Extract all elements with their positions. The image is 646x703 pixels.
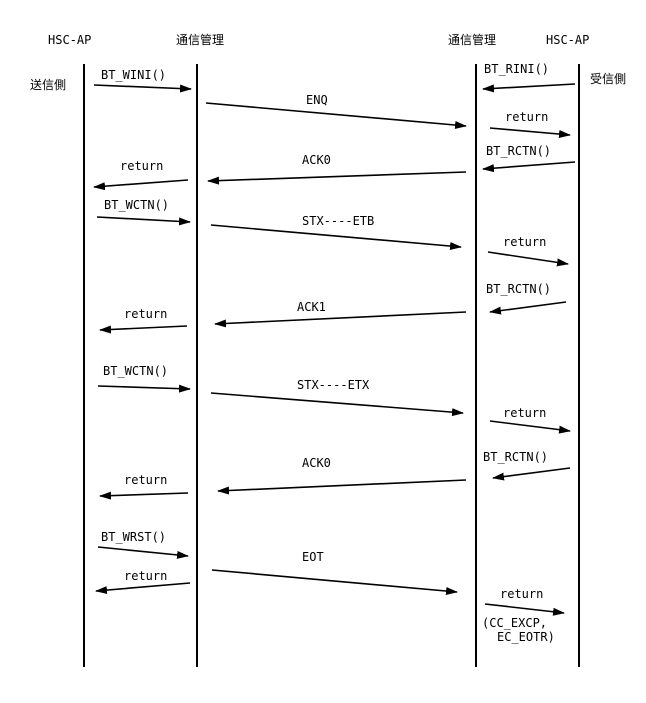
message-label: return [503, 406, 546, 420]
message-label: STX----ETX [297, 378, 370, 392]
arrow [97, 546, 189, 559]
arrow [93, 84, 192, 93]
message-return-l2: return [99, 307, 188, 334]
message-label: BT_RCTN() [483, 450, 548, 464]
message-return-l3: return [99, 473, 189, 500]
message-return-l1: return [93, 159, 189, 191]
message-label: return [500, 587, 543, 601]
header-right-comm-mgmt: 通信管理 [448, 32, 496, 47]
arrow [211, 569, 458, 596]
message-label: return [124, 473, 167, 487]
message-bt-wini: BT_WINI() [93, 68, 192, 93]
message-bt-rctn-1: BT_RCTN() [482, 144, 576, 173]
arrow [210, 224, 462, 251]
message-ack0-1: ACK0 [207, 153, 467, 185]
final-note-line-2: EC_EOTR) [497, 630, 555, 644]
message-label: return [503, 235, 546, 249]
receiver-side-label: 受信側 [590, 72, 626, 86]
message-bt-wctn-2: BT_WCTN() [97, 364, 191, 393]
message-label: ENQ [306, 93, 328, 107]
message-stx-etx: STX----ETX [210, 378, 464, 417]
message-bt-rctn-3: BT_RCTN() [483, 450, 571, 481]
message-stx-etb: STX----ETB [210, 214, 462, 251]
message-return-r3: return [489, 406, 571, 434]
arrow [484, 603, 565, 616]
message-bt-wrst: BT_WRST() [97, 530, 189, 559]
arrow [207, 171, 467, 185]
final-note-line-1: (CC_EXCP, [482, 616, 547, 630]
message-return-r1: return [489, 110, 571, 139]
arrow [487, 251, 569, 267]
arrow [482, 161, 576, 173]
message-ack0-2: ACK0 [217, 456, 467, 495]
arrow [93, 179, 189, 191]
arrow [95, 582, 191, 595]
message-label: BT_RCTN() [486, 282, 551, 296]
arrow [489, 127, 571, 139]
message-bt-wctn-1: BT_WCTN() [96, 198, 191, 226]
arrow [492, 467, 571, 481]
message-label: BT_RINI() [484, 62, 549, 76]
arrow [99, 491, 189, 500]
message-label: ACK0 [302, 153, 331, 167]
message-label: BT_WINI() [101, 68, 166, 82]
arrow [99, 325, 188, 334]
header-right-hsc-ap: HSC-AP [546, 33, 589, 47]
message-label: ACK1 [297, 300, 326, 314]
message-ack1: ACK1 [214, 300, 467, 328]
message-bt-rctn-2: BT_RCTN() [486, 282, 567, 315]
message-label: return [124, 307, 167, 321]
arrow [97, 384, 191, 393]
message-label: return [124, 569, 167, 583]
message-bt-rini: BT_RINI() [482, 62, 576, 93]
header-left-hsc-ap: HSC-AP [48, 33, 91, 47]
message-label: BT_WCTN() [103, 364, 168, 378]
message-return-l4: return [95, 569, 191, 595]
message-enq: ENQ [205, 93, 467, 130]
message-label: BT_WCTN() [104, 198, 169, 212]
sender-side-label: 送信側 [30, 77, 66, 92]
message-label: BT_WRST() [101, 530, 166, 544]
message-label: BT_RCTN() [486, 144, 551, 158]
message-label: return [120, 159, 163, 173]
arrow [482, 83, 576, 93]
arrow [217, 479, 467, 495]
arrow [210, 392, 464, 417]
message-eot: EOT [211, 550, 458, 596]
message-return-r2: return [487, 235, 569, 267]
message-label: ACK0 [302, 456, 331, 470]
header-left-comm-mgmt: 通信管理 [176, 32, 224, 47]
message-label: STX----ETB [302, 214, 374, 228]
message-label: return [505, 110, 548, 124]
arrow [489, 420, 571, 434]
arrow [96, 216, 191, 226]
arrow [205, 102, 467, 130]
arrow [489, 301, 567, 315]
arrow [214, 311, 467, 328]
message-label: EOT [302, 550, 324, 564]
message-return-r4: return [484, 587, 565, 616]
